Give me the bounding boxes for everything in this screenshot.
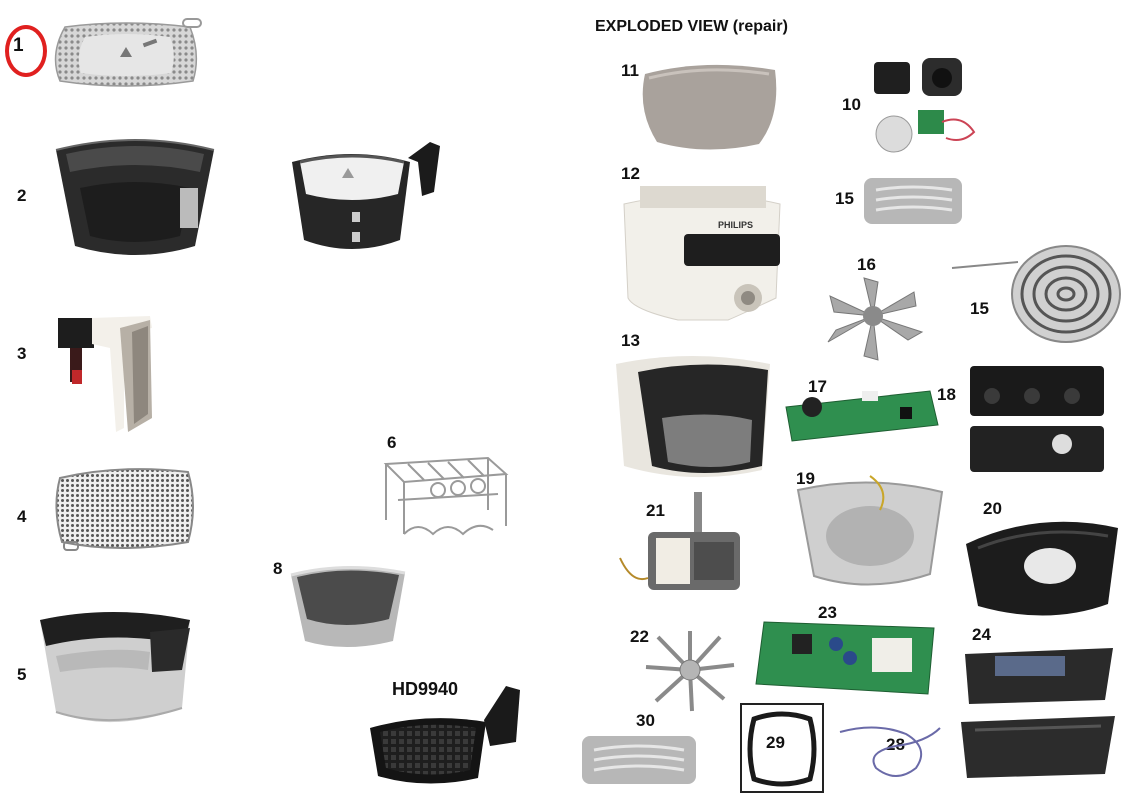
part-22-power-pcb [755,621,935,695]
part-21-motor [619,492,740,590]
part-30-cover-plate [582,736,696,784]
part-10-switch-assembly [874,58,976,153]
diagram-title: EXPLODED VIEW (repair) [595,18,788,35]
part-20-base [966,521,1118,616]
part-6-double-rack [383,456,509,536]
part-18-control-panel [970,366,1104,472]
part-label-30: 30 [636,711,655,730]
part-label-15b: 15 [970,299,989,318]
part-label-2: 2 [17,186,27,205]
basket-assembly [292,142,440,249]
part-label-5: 5 [17,665,27,684]
part-17-control-pcb [785,390,939,442]
part-12-housing: PHILIPS [623,186,781,321]
part-19-bottom-bowl [796,475,944,586]
highlight-circle [5,25,47,77]
part-label-28: 28 [886,735,905,754]
part-13-inner-housing [616,356,770,478]
part-16-fan-blade [827,277,924,361]
part-label-3: 3 [17,344,27,363]
part-label-13: 13 [621,331,640,350]
part-15-heating-element [951,245,1121,343]
part-label-24: 22 [630,627,649,646]
part-2-basket-frame [55,139,215,255]
part-29-gasket [747,711,817,787]
part-label-18: 18 [937,385,956,404]
part-1-mesh-lid [54,18,202,87]
part-label-29: 29 [766,733,785,752]
part-label-1: 1 [13,35,24,56]
part-11-top-cover [642,64,777,150]
part-label-21: 21 [646,501,665,520]
part-label-10: 10 [842,95,861,114]
part-label-12: 12 [621,164,640,183]
part-4-mesh-filter [55,468,194,551]
part-label-19: 19 [796,469,815,488]
part-28-cable [839,726,941,777]
part-15-cover-plate [864,178,962,224]
part-label-6: 6 [387,433,397,452]
brand-logo: PHILIPS [718,220,753,230]
part-label-11: 11 [621,61,639,80]
part-label-16: 16 [857,255,876,274]
part-label-20: 20 [983,499,1002,518]
model-label: HD9940 [392,679,459,699]
grill-pan [370,686,520,784]
part-label-4: 4 [17,507,27,526]
part-label-8: 8 [273,559,283,578]
part-23-bottom-plates [961,648,1115,778]
part-label-15a: 15 [835,189,854,208]
part-24-cooling-fan [645,631,735,712]
part-label-23: 24 [972,625,991,644]
part-label-17: 17 [808,377,827,396]
part-label-22: 23 [818,603,837,622]
part-8-baking-dish [290,565,406,647]
part-5-drawer [40,612,190,723]
part-3-handle [58,316,152,432]
